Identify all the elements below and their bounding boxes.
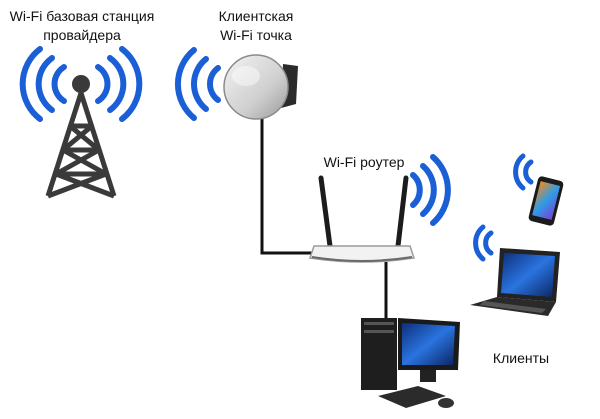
router-label: Wi-Fi роутер	[324, 154, 405, 170]
labels: Wi-Fi базовая станция провайдера Клиентс…	[10, 8, 549, 366]
cable-antenna-to-router	[260, 118, 320, 255]
smartphone-icon	[513, 153, 564, 226]
wifi-antenna-icon	[175, 47, 298, 121]
wifi-waves-icon	[473, 224, 494, 262]
client-point-label-line2: Wi-Fi точка	[220, 27, 292, 43]
clients-label: Клиенты	[493, 350, 549, 366]
wifi-waves-icon	[19, 46, 143, 122]
desktop-pc-icon	[361, 318, 460, 408]
router-icon	[309, 154, 451, 263]
wifi-waves-icon	[513, 153, 534, 191]
wifi-waves-icon	[410, 154, 451, 226]
provider-station-label-line1: Wi-Fi базовая станция	[10, 8, 155, 24]
cell-tower-icon	[19, 46, 143, 199]
cables	[260, 118, 388, 318]
provider-station-label-line2: провайдера	[43, 27, 121, 43]
client-point-label-line1: Клиентская	[219, 8, 294, 24]
wifi-waves-icon	[175, 47, 221, 121]
laptop-icon	[470, 224, 560, 316]
